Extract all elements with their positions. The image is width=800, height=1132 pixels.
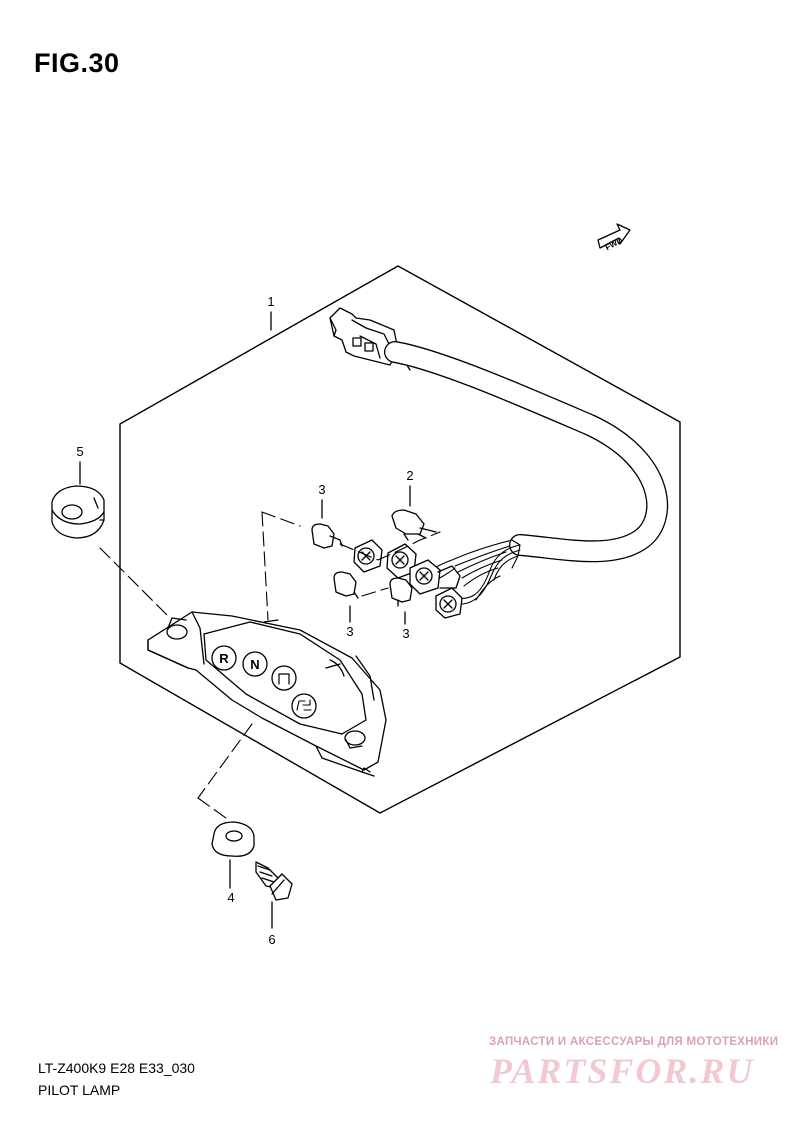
screw-6 <box>255 861 293 901</box>
indicator-window-4 <box>291 693 317 719</box>
indicator-letter-r: R <box>219 651 229 666</box>
callout-6: 6 <box>268 932 275 947</box>
callout-1: 1 <box>267 294 274 309</box>
callout-3a: 3 <box>318 482 325 497</box>
indicator-window-3 <box>271 665 297 691</box>
grommet-5 <box>51 485 105 539</box>
wire-bundle <box>423 539 521 605</box>
callout-3c: 3 <box>402 626 409 641</box>
bulb-socket-4 <box>435 587 463 619</box>
bulb-socket-2 <box>386 543 417 579</box>
alignment-lines <box>99 511 441 889</box>
wedge-bulb-2 <box>391 509 437 541</box>
figure-title: FIG.30 <box>34 48 120 78</box>
wedge-bulb-3b <box>333 571 359 599</box>
callout-2: 2 <box>406 468 413 483</box>
callout-3b: 3 <box>346 624 353 639</box>
wire-connector <box>329 307 411 371</box>
wedge-bulb-3c <box>389 577 413 607</box>
callout-5: 5 <box>76 444 83 459</box>
assembly-name: PILOT LAMP <box>38 1082 121 1098</box>
callout-4: 4 <box>227 890 234 905</box>
wedge-bulb-3a <box>311 523 343 549</box>
washer-4 <box>211 821 255 857</box>
assembly-outline <box>119 265 681 814</box>
indicator-panel <box>147 611 387 777</box>
fwd-arrow-icon <box>597 223 631 249</box>
model-code: LT-Z400K9 E28 E33_030 <box>38 1060 195 1076</box>
watermark-brand: PARTSFOR.RU <box>490 1051 755 1091</box>
indicator-letter-n: N <box>250 657 259 672</box>
indicator-window-r <box>211 645 237 671</box>
indicator-window-n <box>242 651 268 677</box>
watermark-tagline: ЗАПЧАСТИ И АКСЕССУАРЫ ДЛЯ МОТОТЕХНИКИ <box>489 1036 779 1048</box>
